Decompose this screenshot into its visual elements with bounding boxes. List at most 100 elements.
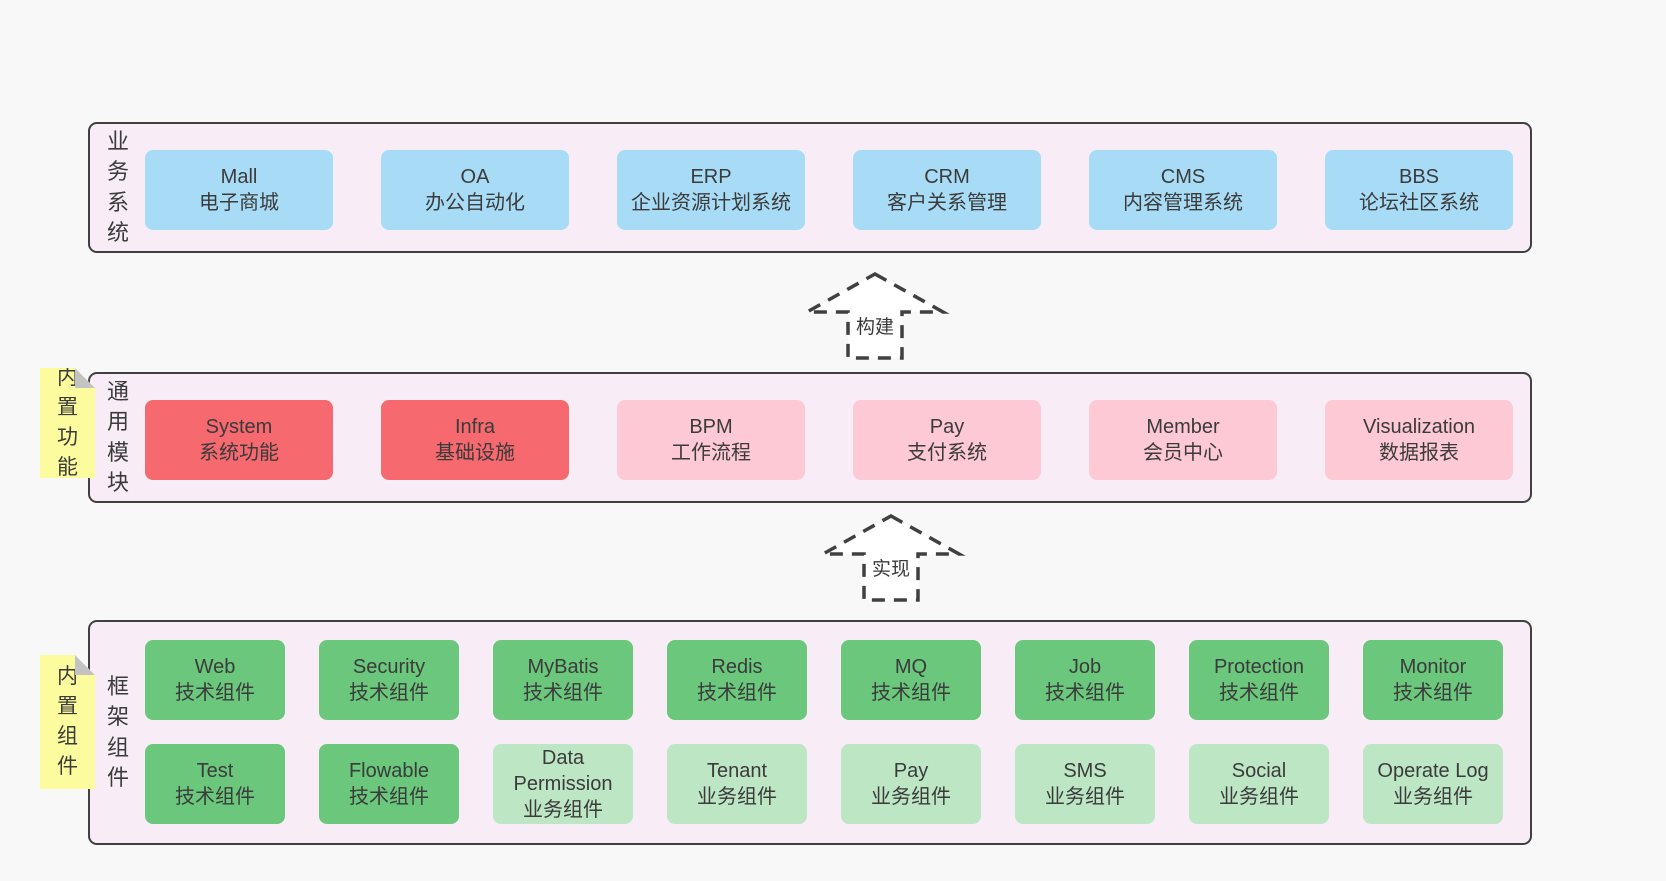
box-title: Job [1068, 656, 1102, 678]
box-title: Infra [454, 416, 496, 438]
box-subtitle: 业务组件 [1219, 786, 1299, 808]
box-subtitle: 论坛社区系统 [1359, 192, 1479, 214]
box-data-permission: Data Permission 业务组件 [493, 744, 633, 824]
box-subtitle: 技术组件 [697, 682, 777, 704]
box-bpm: BPM 工作流程 [617, 400, 805, 480]
box-subtitle: 技术组件 [175, 682, 255, 704]
box-operate-log: Operate Log 业务组件 [1363, 744, 1503, 824]
box-flowable: Flowable 技术组件 [319, 744, 459, 824]
sticky-built-in-components-text: 内置组件 [57, 665, 78, 778]
box-subtitle: 数据报表 [1379, 442, 1459, 464]
modules-box-row: System 系统功能 Infra 基础设施 BPM 工作流程 Pay 支付系统… [145, 400, 1513, 480]
box-title: ERP [690, 166, 732, 188]
box-title: BPM [689, 416, 733, 438]
box-security: Security 技术组件 [319, 640, 459, 720]
panel-modules-label: 通用模块 [90, 374, 146, 501]
box-title: Test [196, 760, 234, 782]
box-title: Social [1231, 760, 1287, 782]
panel-framework-label: 框架组件 [90, 622, 146, 843]
box-title: System [205, 416, 273, 438]
box-test: Test 技术组件 [145, 744, 285, 824]
box-erp: ERP 企业资源计划系统 [617, 150, 805, 230]
box-pay-component: Pay 业务组件 [841, 744, 981, 824]
panel-framework-label-text: 框架组件 [107, 673, 130, 790]
box-subtitle: 技术组件 [175, 786, 255, 808]
sticky-built-in-features: 内置功能 [40, 368, 95, 478]
box-crm: CRM 客户关系管理 [853, 150, 1041, 230]
panel-business-label-text: 业务系统 [107, 128, 130, 245]
box-oa: OA 办公自动化 [381, 150, 569, 230]
box-subtitle: 系统功能 [199, 442, 279, 464]
box-title: Data Permission [513, 747, 613, 795]
framework-box-row-2: Test 技术组件 Flowable 技术组件 Data Permission … [145, 744, 1503, 824]
box-title: Redis [711, 656, 763, 678]
framework-box-row-1: Web 技术组件 Security 技术组件 MyBatis 技术组件 Redi… [145, 640, 1503, 720]
box-web: Web 技术组件 [145, 640, 285, 720]
panel-modules-label-text: 通用模块 [107, 378, 130, 495]
box-member: Member 会员中心 [1089, 400, 1277, 480]
box-social: Social 业务组件 [1189, 744, 1329, 824]
arrow-build: 构建 [800, 271, 950, 360]
box-pay-module: Pay 支付系统 [853, 400, 1041, 480]
box-tenant: Tenant 业务组件 [667, 744, 807, 824]
box-title: MyBatis [527, 656, 599, 678]
box-title: Web [194, 656, 236, 678]
box-title: Tenant [706, 760, 768, 782]
box-title: CMS [1160, 166, 1206, 188]
box-subtitle: 客户关系管理 [887, 192, 1007, 214]
box-redis: Redis 技术组件 [667, 640, 807, 720]
box-title: Pay [929, 416, 965, 438]
panel-business-systems: 业务系统 Mall 电子商城 OA 办公自动化 ERP 企业资源计划系统 CRM… [88, 122, 1532, 253]
box-subtitle: 业务组件 [871, 786, 951, 808]
box-subtitle: 技术组件 [1393, 682, 1473, 704]
business-box-row: Mall 电子商城 OA 办公自动化 ERP 企业资源计划系统 CRM 客户关系… [145, 150, 1513, 230]
box-subtitle: 技术组件 [1219, 682, 1299, 704]
box-mq: MQ 技术组件 [841, 640, 981, 720]
box-system: System 系统功能 [145, 400, 333, 480]
arrow-implement: 实现 [816, 513, 966, 602]
box-mall: Mall 电子商城 [145, 150, 333, 230]
box-title: MQ [894, 656, 928, 678]
box-title: OA [460, 166, 490, 188]
box-title: SMS [1063, 760, 1107, 782]
box-cms: CMS 内容管理系统 [1089, 150, 1277, 230]
box-title: Security [352, 656, 426, 678]
box-title: Visualization [1363, 416, 1475, 438]
box-subtitle: 技术组件 [1045, 682, 1125, 704]
box-title: Member [1146, 416, 1220, 438]
box-subtitle: 内容管理系统 [1123, 192, 1243, 214]
box-subtitle: 企业资源计划系统 [631, 192, 791, 214]
box-job: Job 技术组件 [1015, 640, 1155, 720]
box-subtitle: 工作流程 [671, 442, 751, 464]
box-subtitle: 业务组件 [523, 799, 603, 821]
box-title: BBS [1398, 166, 1440, 188]
arrow-build-label: 构建 [853, 312, 897, 339]
box-title: Pay [893, 760, 929, 782]
box-title: Monitor [1399, 656, 1467, 678]
panel-business-label: 业务系统 [90, 124, 146, 251]
box-subtitle: 技术组件 [871, 682, 951, 704]
box-infra: Infra 基础设施 [381, 400, 569, 480]
box-bbs: BBS 论坛社区系统 [1325, 150, 1513, 230]
box-subtitle: 会员中心 [1143, 442, 1223, 464]
panel-common-modules: 通用模块 System 系统功能 Infra 基础设施 BPM 工作流程 Pay… [88, 372, 1532, 503]
box-subtitle: 技术组件 [523, 682, 603, 704]
box-subtitle: 业务组件 [1045, 786, 1125, 808]
box-protection: Protection 技术组件 [1189, 640, 1329, 720]
box-subtitle: 基础设施 [435, 442, 515, 464]
box-subtitle: 技术组件 [349, 682, 429, 704]
box-title: Flowable [348, 760, 430, 782]
box-title: Protection [1213, 656, 1305, 678]
box-subtitle: 业务组件 [697, 786, 777, 808]
arrow-implement-label: 实现 [869, 554, 913, 581]
box-subtitle: 电子商城 [199, 192, 279, 214]
box-subtitle: 支付系统 [907, 442, 987, 464]
sticky-built-in-components: 内置组件 [40, 655, 95, 789]
box-sms: SMS 业务组件 [1015, 744, 1155, 824]
box-subtitle: 业务组件 [1393, 786, 1473, 808]
box-title: Mall [220, 166, 258, 188]
box-title: Operate Log [1377, 760, 1489, 782]
box-subtitle: 技术组件 [349, 786, 429, 808]
box-subtitle: 办公自动化 [425, 192, 525, 214]
